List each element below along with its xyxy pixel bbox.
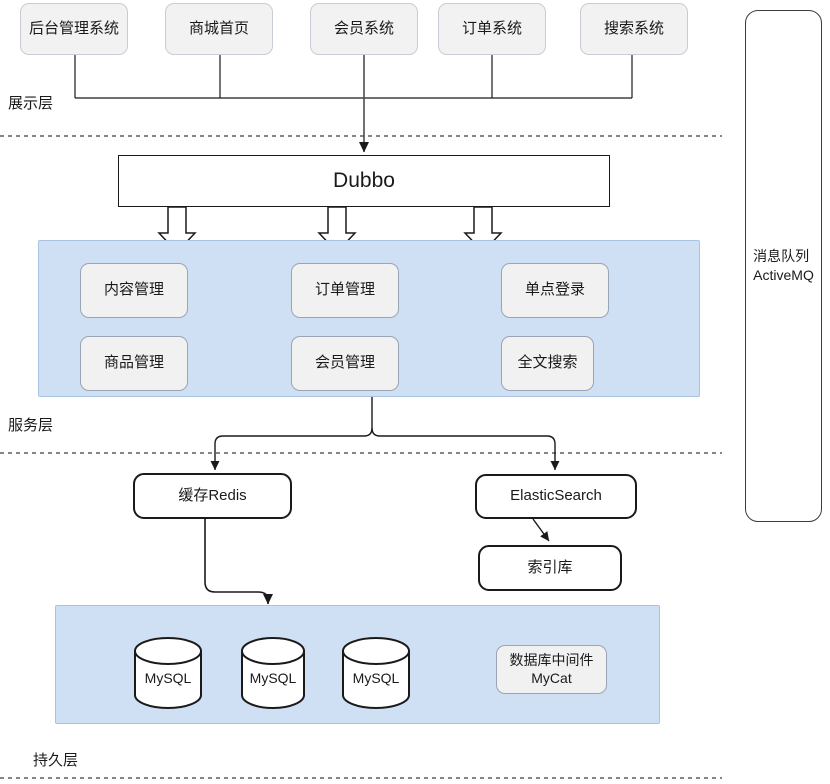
system-box-mall-home[interactable]: 商城首页	[165, 3, 273, 55]
service-box-full-text-search[interactable]: 全文搜索	[501, 336, 594, 391]
dubbo-label: Dubbo	[333, 168, 395, 192]
db-middleware-label-line2: MyCat	[531, 669, 572, 686]
system-box-member[interactable]: 会员系统	[310, 3, 418, 55]
service-to-data-connectors	[210, 397, 560, 471]
database-cylinder-mysql-2[interactable]: MySQL	[240, 637, 306, 709]
system-box-search[interactable]: 搜索系统	[580, 3, 688, 55]
system-box-admin[interactable]: 后台管理系统	[20, 3, 128, 55]
system-label: 后台管理系统	[28, 19, 119, 37]
index-store-label: 索引库	[527, 558, 573, 576]
cache-redis-box[interactable]: 缓存Redis	[133, 473, 292, 519]
service-label: 订单管理	[314, 281, 375, 299]
database-cylinder-mysql-3[interactable]: MySQL	[341, 637, 411, 709]
caption-service-layer: 服务层	[8, 417, 54, 434]
dubbo-bar[interactable]: Dubbo	[118, 155, 610, 207]
service-label: 全文搜索	[517, 354, 578, 372]
service-box-order-management[interactable]: 订单管理	[291, 263, 399, 318]
service-label: 会员管理	[314, 354, 375, 372]
service-box-content-management[interactable]: 内容管理	[80, 263, 188, 318]
message-queue-label-line2: ActiveMQ	[753, 267, 814, 283]
service-box-product-management[interactable]: 商品管理	[80, 336, 188, 391]
database-label: MySQL	[352, 670, 400, 686]
es-to-index-arrow	[532, 518, 550, 542]
system-label: 商城首页	[188, 19, 249, 37]
cache-label: 缓存Redis	[178, 486, 247, 504]
service-label: 商品管理	[103, 354, 164, 372]
db-middleware-mycat-box[interactable]: 数据库中间件 MyCat	[496, 645, 607, 694]
db-middleware-label-line1: 数据库中间件	[509, 652, 594, 668]
index-store-box[interactable]: 索引库	[478, 545, 622, 591]
database-label: MySQL	[249, 670, 297, 686]
presentation-bus	[74, 55, 633, 99]
system-label: 搜索系统	[603, 19, 664, 37]
system-label: 订单系统	[461, 19, 522, 37]
cylinder-icon	[134, 637, 202, 709]
service-box-member-management[interactable]: 会员管理	[291, 336, 399, 391]
search-engine-label: ElasticSearch	[510, 487, 602, 505]
redis-to-db-arrow	[204, 519, 274, 605]
cylinder-icon	[241, 637, 305, 709]
system-label: 会员系统	[333, 19, 394, 37]
service-label: 内容管理	[103, 281, 164, 299]
caption-persistence-layer: 持久层	[33, 752, 79, 769]
service-label: 单点登录	[524, 281, 585, 299]
database-cylinder-mysql-1[interactable]: MySQL	[133, 637, 203, 709]
database-label: MySQL	[144, 670, 192, 686]
system-box-order[interactable]: 订单系统	[438, 3, 546, 55]
message-queue-label-line1: 消息队列	[753, 248, 810, 265]
message-queue-pillar[interactable]: 消息队列 ActiveMQ	[745, 10, 822, 522]
cylinder-icon	[342, 637, 410, 709]
elasticsearch-box[interactable]: ElasticSearch	[475, 474, 637, 519]
caption-presentation-layer: 展示层	[8, 95, 54, 112]
service-box-single-sign-on[interactable]: 单点登录	[501, 263, 609, 318]
